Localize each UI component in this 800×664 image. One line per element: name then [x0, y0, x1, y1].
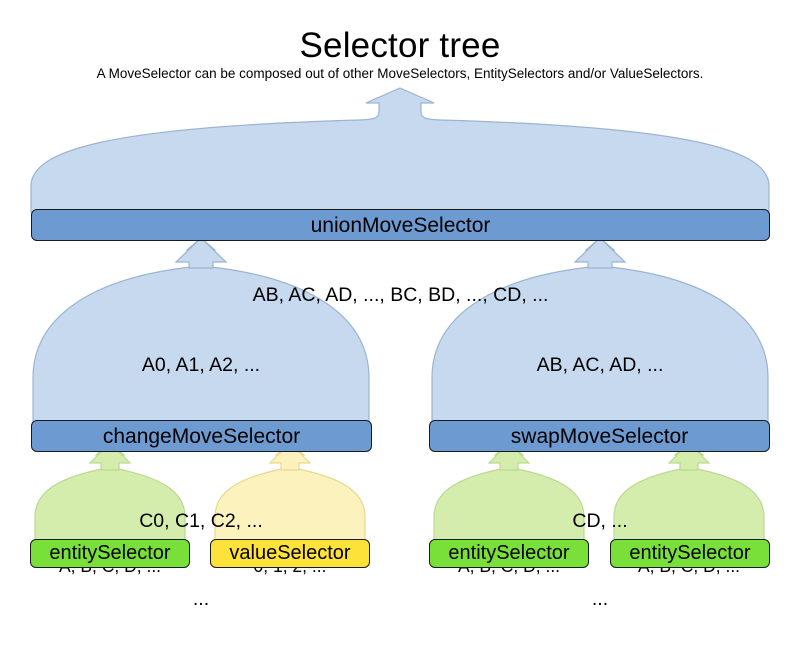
entity-selector-3-label: entitySelector: [629, 542, 751, 564]
arrow-entity-1-to-change: [88, 442, 132, 471]
union-move-selector-label: unionMoveSelector: [310, 213, 491, 237]
value-selector-1-label: valueSelector: [229, 542, 351, 564]
page-title: Selector tree: [299, 26, 501, 65]
entity-selector-1-node[interactable]: entitySelector: [30, 539, 190, 568]
balloon-shapes-layer: [30, 87, 770, 547]
page-subtitle: A MoveSelector can be composed out of ot…: [96, 66, 704, 81]
union-move-selector-node[interactable]: unionMoveSelector: [31, 209, 770, 241]
entity-selector-3-node[interactable]: entitySelector: [610, 539, 770, 568]
change-move-selector-node[interactable]: changeMoveSelector: [31, 420, 372, 452]
union-move-selector-balloon: [30, 87, 770, 213]
change-move-selector-label: changeMoveSelector: [102, 424, 301, 448]
arrow-value-1-to-change: [268, 442, 312, 471]
arrow-entity-2-to-swap: [487, 442, 531, 471]
value-selector-1-node[interactable]: valueSelector: [210, 539, 370, 568]
arrow-change-to-union: [174, 237, 228, 269]
arrow-entity-3-to-swap: [667, 442, 711, 471]
entity-selector-1-label: entitySelector: [49, 542, 171, 564]
entity-selector-2-node[interactable]: entitySelector: [429, 539, 589, 568]
entity-selector-2-label: entitySelector: [448, 542, 570, 564]
swap-move-selector-label: swapMoveSelector: [510, 424, 689, 448]
diagram-canvas: Selector tree A MoveSelector can be comp…: [30, 26, 770, 610]
swap-move-selector-node[interactable]: swapMoveSelector: [429, 420, 770, 452]
arrow-swap-to-union: [573, 237, 627, 269]
